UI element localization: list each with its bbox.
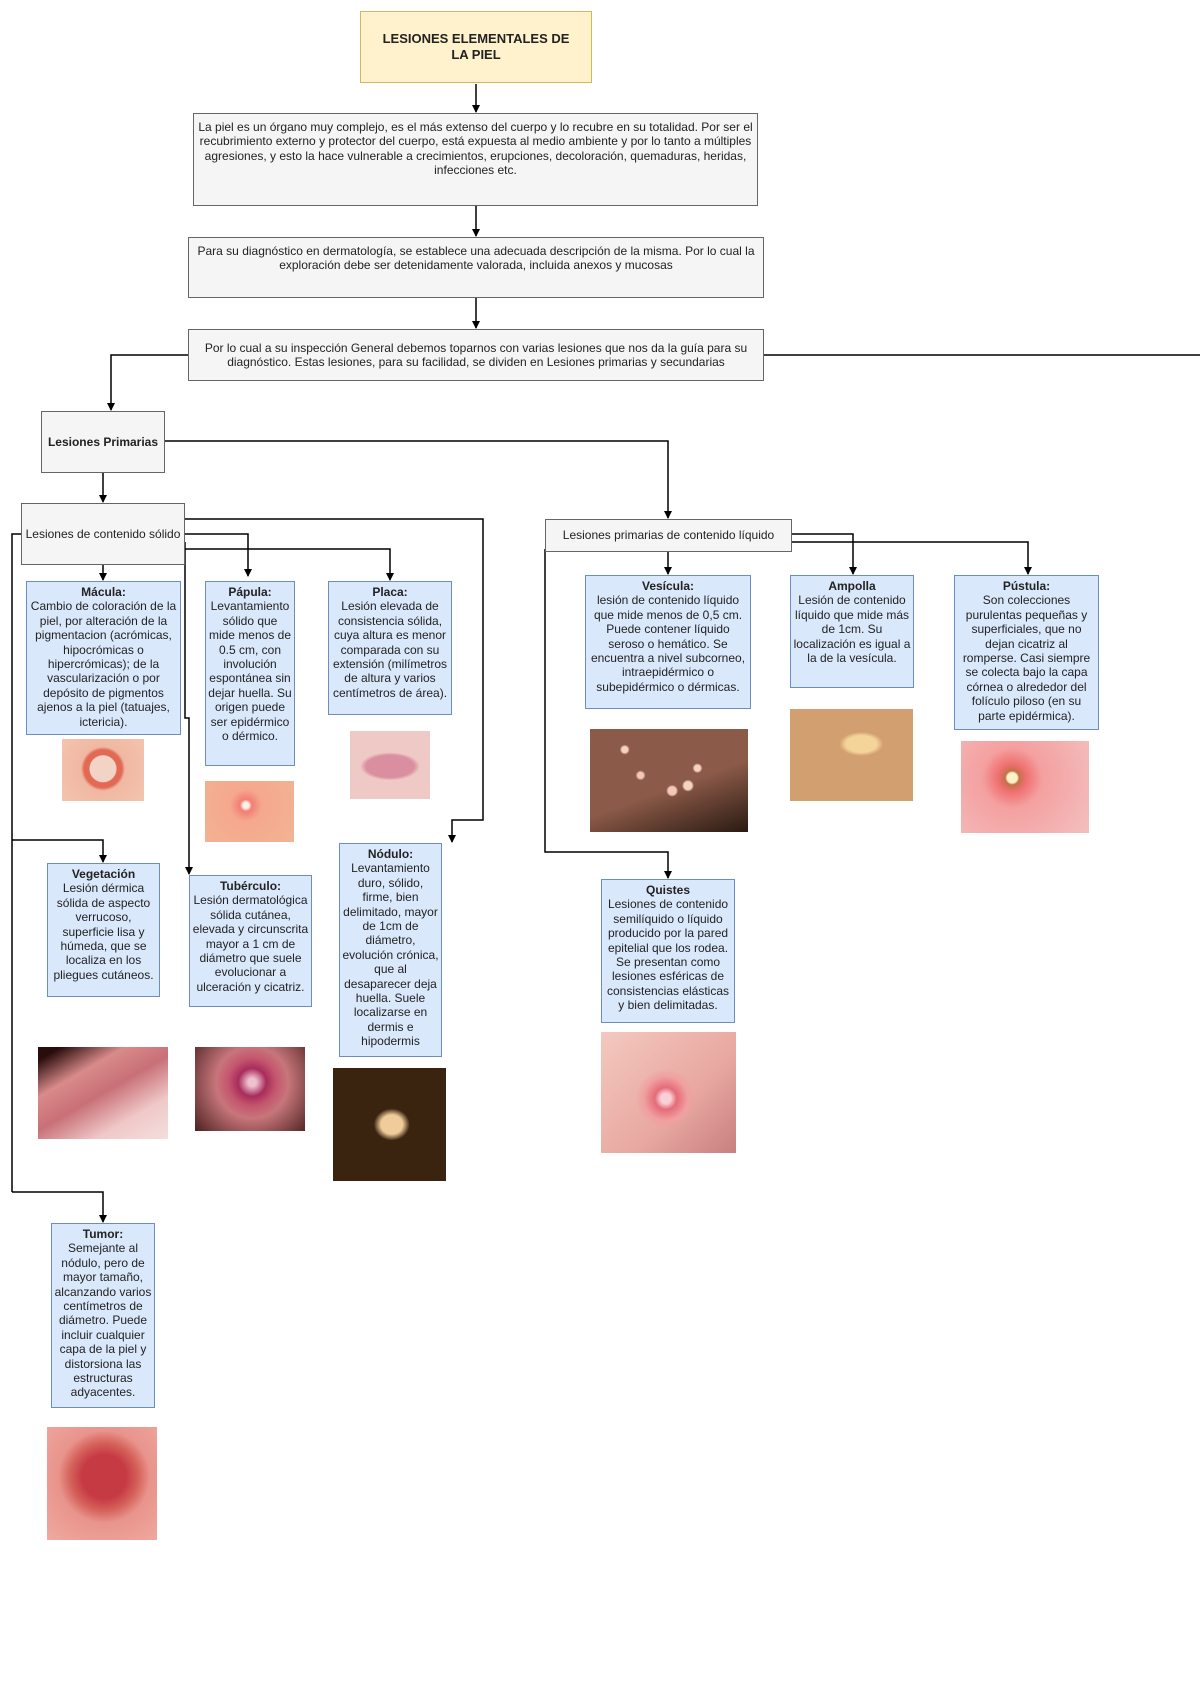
tumor-name: Tumor: bbox=[82, 1227, 124, 1241]
arrow-solid-papula bbox=[185, 533, 252, 577]
line-solid-left bbox=[11, 533, 21, 1192]
nodulo-photo bbox=[333, 1068, 446, 1181]
arrow-solid-tuberculo bbox=[184, 542, 193, 875]
diagram-title: LESIONES ELEMENTALES DE LA PIEL bbox=[382, 31, 570, 62]
vesicula-name: Vesícula: bbox=[641, 579, 695, 593]
arrow-solid-nodulo bbox=[185, 518, 484, 843]
diagnosis-box: Para su diagnóstico en dermatología, se … bbox=[188, 237, 764, 298]
quistes-desc: Lesiones de contenido semilíquido o líqu… bbox=[606, 897, 730, 1013]
title-box: LESIONES ELEMENTALES DE LA PIEL bbox=[360, 11, 592, 83]
macula-name: Mácula: bbox=[81, 585, 126, 599]
vegetacion-photo bbox=[38, 1047, 168, 1139]
vegetacion-card: Vegetación Lesión dérmica sólida de aspe… bbox=[47, 863, 160, 997]
placa-desc: Lesión elevada de consistencia sólida, c… bbox=[332, 599, 448, 700]
pustula-name: Pústula: bbox=[1002, 579, 1051, 593]
tumor-card: Tumor: Semejante al nódulo, pero de mayo… bbox=[51, 1223, 155, 1408]
tumor-photo bbox=[47, 1427, 157, 1540]
papula-photo bbox=[205, 781, 294, 842]
primary-box: Lesiones Primarias bbox=[41, 411, 165, 473]
quistes-name: Quistes bbox=[645, 883, 690, 897]
ampolla-card: Ampolla Lesión de contenido líquido que … bbox=[790, 575, 914, 688]
macula-card: Mácula: Cambio de coloración de la piel,… bbox=[26, 581, 181, 735]
arrow-inspection-primary bbox=[107, 354, 189, 411]
tumor-desc: Semejante al nódulo, pero de mayor tamañ… bbox=[54, 1241, 152, 1400]
ampolla-desc: Lesión de contenido líquido que mide más… bbox=[793, 593, 911, 666]
diagnosis-text: Para su diagnóstico en dermatología, se … bbox=[197, 244, 755, 273]
papula-name: Pápula: bbox=[228, 585, 272, 599]
tuberculo-photo bbox=[195, 1047, 305, 1131]
placa-photo bbox=[350, 731, 430, 799]
liquid-label: Lesiones primarias de contenido líquido bbox=[562, 528, 775, 543]
intro-box: La piel es un órgano muy complejo, es el… bbox=[193, 113, 758, 206]
ampolla-photo bbox=[790, 709, 913, 801]
arrow-solid-vegetacion bbox=[12, 839, 107, 863]
vesicula-desc: lesión de contenido líquido que mide men… bbox=[590, 593, 746, 694]
papula-card: Pápula: Levantamiento sólido que mide me… bbox=[205, 581, 295, 766]
placa-name: Placa: bbox=[372, 585, 408, 599]
inspection-text: Por lo cual a su inspección General debe… bbox=[204, 340, 748, 369]
arrow-solid-tumor bbox=[12, 1191, 107, 1223]
vesicula-card: Vesícula: lesión de contenido líquido qu… bbox=[585, 575, 751, 709]
arrow-primary-liquid bbox=[165, 440, 672, 519]
tuberculo-card: Tubérculo: Lesión dermatológica sólida c… bbox=[189, 875, 312, 1007]
pustula-desc: Son colecciones purulentas pequeñas y su… bbox=[962, 593, 1091, 723]
macula-desc: Cambio de coloración de la piel, por alt… bbox=[30, 599, 177, 729]
macula-photo bbox=[62, 739, 144, 801]
arrow-liquid-pustula bbox=[792, 541, 1032, 575]
vegetacion-name: Vegetación bbox=[71, 867, 136, 881]
placa-card: Placa: Lesión elevada de consistencia só… bbox=[328, 581, 452, 715]
primary-label: Lesiones Primarias bbox=[47, 434, 159, 449]
nodulo-desc: Levantamiento duro, sólido, firme, bien … bbox=[342, 861, 439, 1049]
vesicula-photo bbox=[590, 729, 748, 832]
inspection-box: Por lo cual a su inspección General debe… bbox=[188, 329, 764, 381]
liquid-box: Lesiones primarias de contenido líquido bbox=[545, 519, 792, 552]
ampolla-name: Ampolla bbox=[828, 579, 876, 593]
quistes-photo bbox=[601, 1032, 736, 1153]
arrow-liquid-ampolla bbox=[792, 533, 857, 575]
tuberculo-desc: Lesión dermatológica sólida cutánea, ele… bbox=[192, 893, 309, 994]
intro-text: La piel es un órgano muy complejo, es el… bbox=[198, 120, 753, 178]
pustula-photo bbox=[961, 741, 1089, 833]
vegetacion-desc: Lesión dérmica sólida de aspecto verruco… bbox=[53, 881, 154, 982]
nodulo-name: Nódulo: bbox=[367, 847, 414, 861]
arrow-solid-placa bbox=[185, 548, 394, 581]
quistes-card: Quistes Lesiones de contenido semilíquid… bbox=[601, 879, 735, 1023]
arrow-liquid-quistes bbox=[544, 549, 672, 879]
solid-label: Lesiones de contenido sólido bbox=[25, 526, 181, 541]
papula-desc: Levantamiento sólido que mide menos de 0… bbox=[208, 599, 292, 744]
pustula-card: Pústula: Son colecciones purulentas pequ… bbox=[954, 575, 1099, 730]
nodulo-card: Nódulo: Levantamiento duro, sólido, firm… bbox=[339, 843, 442, 1057]
tuberculo-name: Tubérculo: bbox=[219, 879, 282, 893]
solid-box: Lesiones de contenido sólido bbox=[21, 503, 185, 565]
